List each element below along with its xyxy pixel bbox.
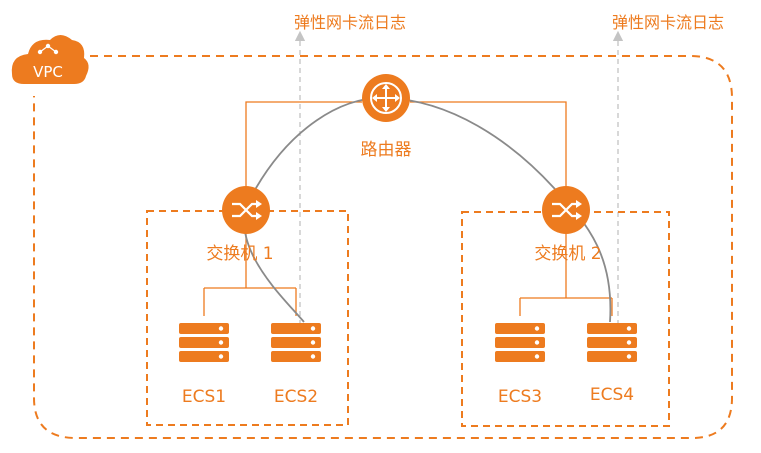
cloud-icon	[11, 35, 89, 84]
router-label: 路由器	[361, 140, 412, 160]
server-icon	[271, 323, 321, 362]
flow-log-label-1: 弹性网卡流日志	[294, 13, 406, 32]
server-ecs1-label: ECS1	[182, 387, 226, 407]
vpc-cloud-badge: VPC	[11, 35, 89, 84]
flow-log-label-2: 弹性网卡流日志	[612, 13, 724, 32]
router-switch-link	[245, 101, 567, 188]
switch-icon	[232, 200, 262, 220]
switch1-server-links	[203, 232, 297, 316]
server-ecs1[interactable]	[179, 323, 229, 362]
router-icon	[370, 82, 402, 114]
server-icon	[587, 323, 637, 362]
switch2-server-links	[519, 232, 613, 316]
router-node[interactable]	[362, 74, 410, 122]
server-ecs3[interactable]	[495, 323, 545, 362]
server-ecs3-label: ECS3	[498, 387, 542, 407]
server-ecs4[interactable]	[587, 323, 637, 362]
switch-2-label: 交换机 2	[534, 244, 601, 264]
server-ecs2[interactable]	[271, 323, 321, 362]
vpc-boundary	[33, 55, 733, 439]
switch-2-node[interactable]	[542, 186, 590, 234]
server-icon	[179, 323, 229, 362]
subnet-2-boundary	[461, 211, 670, 427]
vpc-label: VPC	[33, 63, 63, 81]
server-ecs2-label: ECS2	[274, 387, 318, 407]
server-icon	[495, 323, 545, 362]
server-ecs4-label: ECS4	[590, 385, 634, 405]
switch-icon	[552, 200, 582, 220]
switch-1-node[interactable]	[222, 186, 270, 234]
switch-1-label: 交换机 1	[206, 244, 273, 264]
